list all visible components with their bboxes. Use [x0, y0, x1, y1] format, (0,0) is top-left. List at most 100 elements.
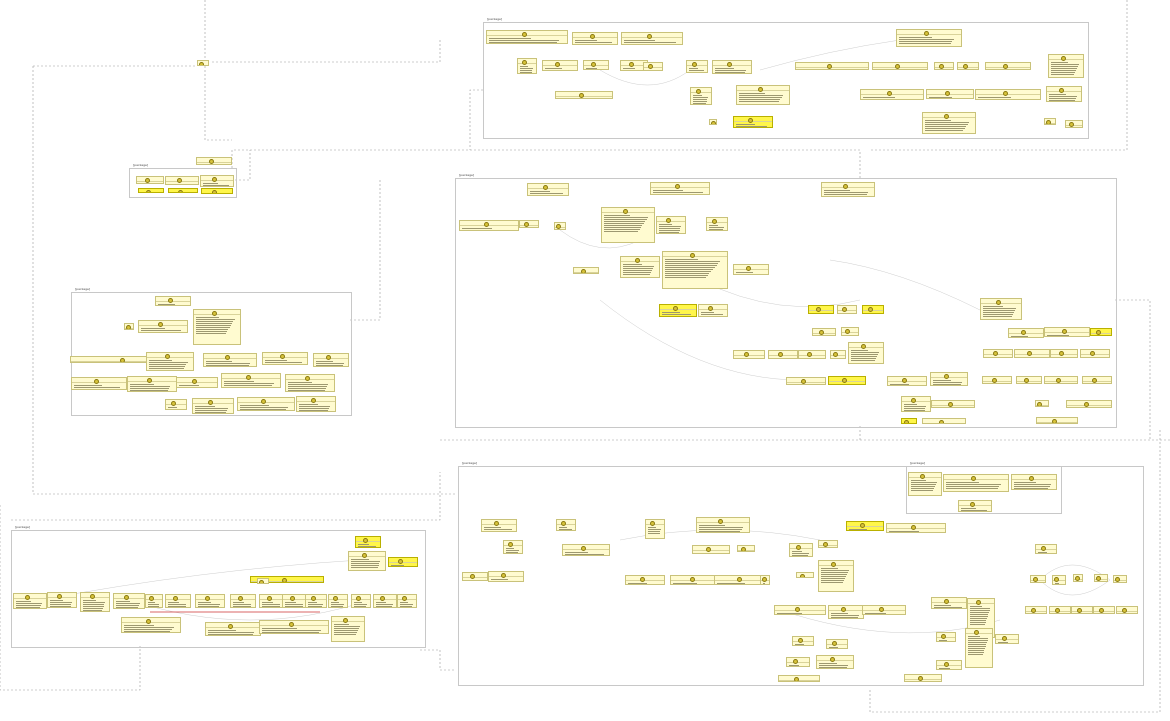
- class-box[interactable]: [328, 594, 348, 608]
- class-box[interactable]: [257, 578, 269, 584]
- class-box[interactable]: [736, 85, 790, 105]
- class-box[interactable]: [197, 60, 209, 66]
- class-box[interactable]: [168, 188, 198, 193]
- class-box[interactable]: [259, 594, 285, 608]
- class-box[interactable]: [789, 543, 813, 557]
- class-box[interactable]: [957, 62, 979, 70]
- class-box[interactable]: [113, 593, 145, 609]
- class-box[interactable]: [733, 350, 765, 359]
- class-box[interactable]: [901, 418, 917, 424]
- class-box[interactable]: [908, 472, 942, 496]
- class-box[interactable]: [138, 320, 188, 333]
- class-box[interactable]: [146, 352, 194, 371]
- class-box[interactable]: [481, 519, 517, 532]
- class-box[interactable]: [922, 112, 976, 134]
- class-box[interactable]: [572, 32, 618, 45]
- class-box[interactable]: [826, 639, 848, 649]
- class-box[interactable]: [203, 353, 257, 367]
- class-box[interactable]: [459, 220, 519, 231]
- class-box[interactable]: [250, 576, 324, 583]
- class-box[interactable]: [774, 605, 826, 615]
- class-box[interactable]: [737, 545, 755, 552]
- class-box[interactable]: [195, 594, 225, 608]
- class-box[interactable]: [901, 396, 931, 412]
- class-box[interactable]: [812, 328, 836, 336]
- class-box[interactable]: [124, 323, 134, 330]
- class-box[interactable]: [982, 376, 1012, 384]
- class-box[interactable]: [821, 182, 875, 197]
- class-box[interactable]: [846, 521, 884, 531]
- class-box[interactable]: [305, 594, 327, 608]
- class-box[interactable]: [896, 29, 962, 47]
- class-box[interactable]: [778, 675, 820, 682]
- class-box[interactable]: [983, 349, 1013, 358]
- class-box[interactable]: [650, 182, 710, 195]
- class-box[interactable]: [1073, 574, 1083, 582]
- class-box[interactable]: [348, 551, 386, 571]
- class-box[interactable]: [733, 264, 769, 275]
- class-box[interactable]: [796, 572, 814, 578]
- class-box[interactable]: [936, 660, 962, 670]
- class-box[interactable]: [795, 62, 869, 70]
- class-box[interactable]: [47, 592, 77, 608]
- class-box[interactable]: [786, 657, 810, 667]
- class-box[interactable]: [1052, 575, 1066, 585]
- class-box[interactable]: [331, 616, 365, 642]
- class-box[interactable]: [192, 398, 234, 414]
- class-box[interactable]: [80, 592, 110, 612]
- class-box[interactable]: [625, 575, 665, 585]
- class-box[interactable]: [1014, 349, 1050, 358]
- class-box[interactable]: [562, 544, 610, 556]
- class-box[interactable]: [1116, 606, 1138, 614]
- class-box[interactable]: [1113, 575, 1127, 583]
- class-box[interactable]: [696, 517, 750, 533]
- class-box[interactable]: [656, 216, 686, 234]
- class-box[interactable]: [828, 605, 864, 619]
- class-box[interactable]: [1050, 349, 1078, 358]
- class-box[interactable]: [138, 188, 164, 193]
- class-box[interactable]: [1044, 327, 1090, 337]
- class-box[interactable]: [841, 327, 859, 336]
- class-box[interactable]: [818, 560, 854, 592]
- class-box[interactable]: [230, 594, 256, 608]
- class-box[interactable]: [127, 376, 177, 392]
- class-box[interactable]: [1090, 328, 1112, 336]
- class-box[interactable]: [922, 418, 966, 424]
- class-box[interactable]: [930, 372, 968, 386]
- class-box[interactable]: [193, 309, 241, 345]
- class-box[interactable]: [792, 636, 814, 646]
- class-box[interactable]: [201, 188, 233, 194]
- class-box[interactable]: [828, 376, 866, 385]
- class-box[interactable]: [995, 634, 1019, 644]
- class-box[interactable]: [818, 540, 838, 548]
- class-box[interactable]: [155, 296, 191, 306]
- class-box[interactable]: [1035, 400, 1049, 407]
- class-box[interactable]: [397, 594, 417, 608]
- class-box[interactable]: [862, 305, 884, 314]
- class-box[interactable]: [1048, 54, 1084, 78]
- class-box[interactable]: [830, 350, 846, 359]
- class-box[interactable]: [931, 597, 967, 609]
- class-box[interactable]: [620, 256, 660, 278]
- class-box[interactable]: [1008, 328, 1044, 338]
- class-box[interactable]: [645, 519, 665, 539]
- class-box[interactable]: [808, 305, 834, 314]
- class-box[interactable]: [165, 176, 199, 185]
- class-box[interactable]: [965, 628, 993, 668]
- class-box[interactable]: [200, 175, 234, 187]
- class-box[interactable]: [706, 217, 728, 231]
- class-box[interactable]: [709, 119, 717, 125]
- class-box[interactable]: [798, 350, 826, 359]
- class-box[interactable]: [698, 304, 728, 317]
- class-box[interactable]: [862, 605, 906, 615]
- class-box[interactable]: [670, 575, 720, 585]
- class-box[interactable]: [643, 62, 663, 71]
- class-box[interactable]: [837, 305, 857, 314]
- class-box[interactable]: [904, 674, 942, 682]
- class-box[interactable]: [373, 594, 397, 608]
- class-box[interactable]: [205, 622, 261, 636]
- class-box[interactable]: [686, 60, 708, 73]
- class-box[interactable]: [388, 557, 418, 567]
- class-box[interactable]: [601, 207, 655, 243]
- class-box[interactable]: [943, 474, 1009, 492]
